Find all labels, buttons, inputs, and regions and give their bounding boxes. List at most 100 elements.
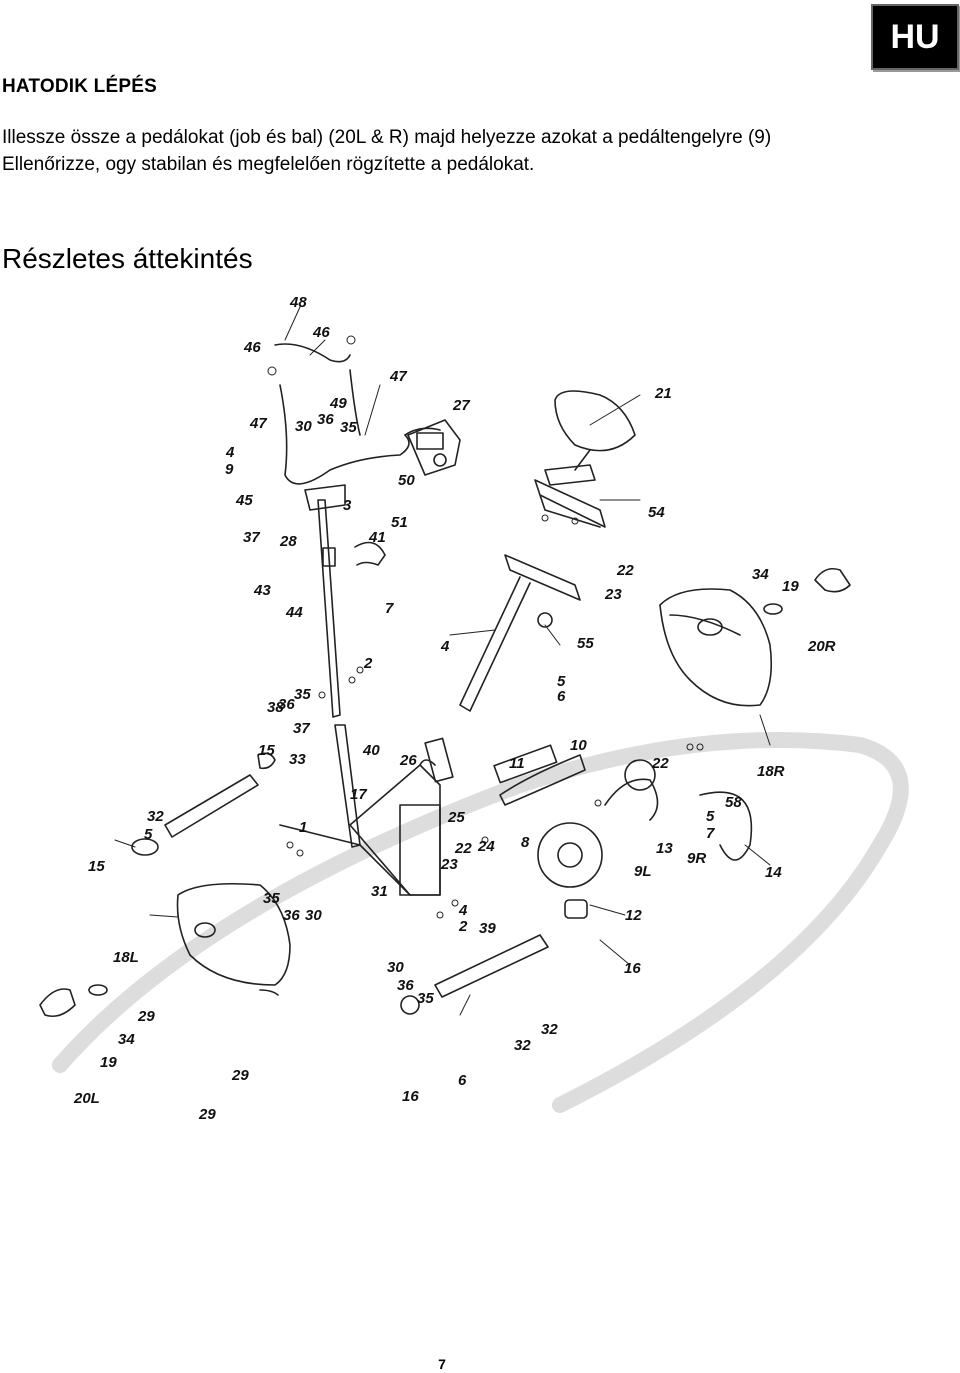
- callout-label: 5: [706, 808, 715, 825]
- callout-label: 32: [147, 808, 164, 825]
- exploded-parts-diagram: 48 46 46 47 47 49 27 21 30 36 35 4 9 50 …: [0, 285, 960, 1155]
- callout-label: 28: [279, 533, 297, 550]
- hardware-pieces: [267, 335, 704, 919]
- callout-label: 46: [312, 324, 330, 341]
- callout-label: 16: [624, 960, 641, 977]
- callout-label: 13: [656, 840, 673, 857]
- callout-label: 11: [509, 755, 525, 772]
- upright-tube-drawing: [304, 484, 386, 718]
- callout-label: 29: [137, 1008, 155, 1025]
- callout-label: 35: [294, 686, 311, 703]
- callout-label: 30: [295, 418, 312, 435]
- callout-label: 19: [100, 1054, 117, 1071]
- callout-label: 30: [305, 907, 322, 924]
- callout-label: 36: [278, 696, 295, 713]
- callout-label: 20L: [73, 1090, 100, 1107]
- rear-stabilizer-drawing: [400, 934, 549, 1015]
- callout-label: 45: [235, 492, 253, 509]
- callout-label: 3: [343, 497, 352, 514]
- callout-label: 32: [514, 1037, 531, 1054]
- callout-label: 35: [417, 990, 434, 1007]
- callout-label: 15: [258, 742, 275, 759]
- seat-post-drawing: [459, 554, 581, 712]
- callout-label: 47: [249, 415, 267, 432]
- front-stabilizer-drawing: [131, 752, 276, 856]
- callout-label: 7: [385, 600, 394, 617]
- callout-label: 12: [625, 907, 642, 924]
- callout-label: 34: [752, 566, 769, 583]
- language-badge: HU: [871, 4, 959, 70]
- callout-label: 44: [285, 604, 303, 621]
- callout-label: 4: [225, 444, 235, 461]
- callout-label: 9: [225, 461, 234, 478]
- callout-label: 54: [648, 504, 665, 521]
- leader-lines: [114, 306, 771, 1016]
- instruction-line: Illessze össze a pedálokat (job és bal) …: [2, 127, 772, 148]
- callout-label: 22: [651, 755, 669, 772]
- callout-label: 9L: [634, 863, 652, 880]
- callout-label: 7: [706, 825, 715, 842]
- callout-label: 15: [88, 858, 105, 875]
- step-title: HATODIK LÉPÉS: [2, 76, 157, 97]
- callout-label: 35: [340, 419, 357, 436]
- handlebar-drawing: [274, 343, 441, 485]
- callout-label: 50: [398, 472, 415, 489]
- callout-label: 29: [198, 1106, 216, 1123]
- seat-drawing: [544, 390, 636, 486]
- callout-label: 24: [477, 838, 495, 855]
- console-drawing: [407, 419, 461, 476]
- callout-label: 36: [317, 411, 334, 428]
- callout-label: 18L: [113, 949, 139, 966]
- callout-label: 49: [329, 395, 347, 412]
- callout-label: 5: [557, 673, 566, 690]
- callout-label: 8: [521, 834, 530, 851]
- callout-label: 2: [458, 918, 468, 935]
- callout-label: 51: [391, 514, 408, 531]
- callout-labels: 48 46 46 47 47 49 27 21 30 36 35 4 9 50 …: [73, 294, 836, 1123]
- frame-drawing: [279, 724, 454, 896]
- callout-label: 37: [293, 720, 310, 737]
- callout-label: 4: [458, 902, 468, 919]
- callout-label: 32: [541, 1021, 558, 1038]
- callout-label: 10: [570, 737, 587, 754]
- callout-label: 22: [454, 840, 472, 857]
- callout-label: 29: [231, 1067, 249, 1084]
- callout-label: 39: [479, 920, 496, 937]
- callout-label: 34: [118, 1031, 135, 1048]
- right-pedal-drawing: [763, 567, 851, 615]
- callout-label: 36: [283, 907, 300, 924]
- crank-parts-drawing: [493, 744, 586, 806]
- callout-label: 38: [267, 699, 284, 716]
- callout-label: 5: [144, 826, 153, 843]
- parts-diagram-svg: 48 46 46 47 47 49 27 21 30 36 35 4 9 50 …: [39, 294, 909, 1123]
- callout-label: 2: [363, 655, 373, 672]
- callout-label: 58: [725, 794, 742, 811]
- callout-label: 17: [350, 786, 367, 803]
- callout-label: 35: [263, 890, 280, 907]
- seat-slider-drawing: [534, 479, 606, 528]
- instruction-text: Illessze össze a pedálokat (job és bal) …: [2, 124, 957, 178]
- callout-label: 23: [440, 856, 458, 873]
- flywheel-drawing: [537, 759, 753, 919]
- callout-label: 30: [387, 959, 404, 976]
- callout-label: 40: [362, 742, 380, 759]
- callout-label: 48: [289, 294, 307, 311]
- callout-label: 22: [616, 562, 634, 579]
- left-pedal-drawing: [39, 984, 108, 1018]
- callout-label: 37: [243, 529, 260, 546]
- callout-label: 14: [765, 864, 782, 881]
- callout-label: 19: [782, 578, 799, 595]
- callout-label: 31: [371, 883, 388, 900]
- callout-label: 26: [399, 752, 417, 769]
- callout-label: 20R: [807, 638, 836, 655]
- callout-label: 9R: [687, 850, 706, 867]
- callout-label: 25: [447, 809, 465, 826]
- callout-label: 1: [299, 819, 307, 836]
- right-cover-drawing: [659, 588, 773, 707]
- callout-label: 36: [397, 977, 414, 994]
- callout-label: 16: [402, 1088, 419, 1105]
- callout-label: 41: [368, 529, 386, 546]
- callout-label: 18R: [757, 763, 785, 780]
- callout-label: 33: [289, 751, 306, 768]
- callout-label: 21: [654, 385, 672, 402]
